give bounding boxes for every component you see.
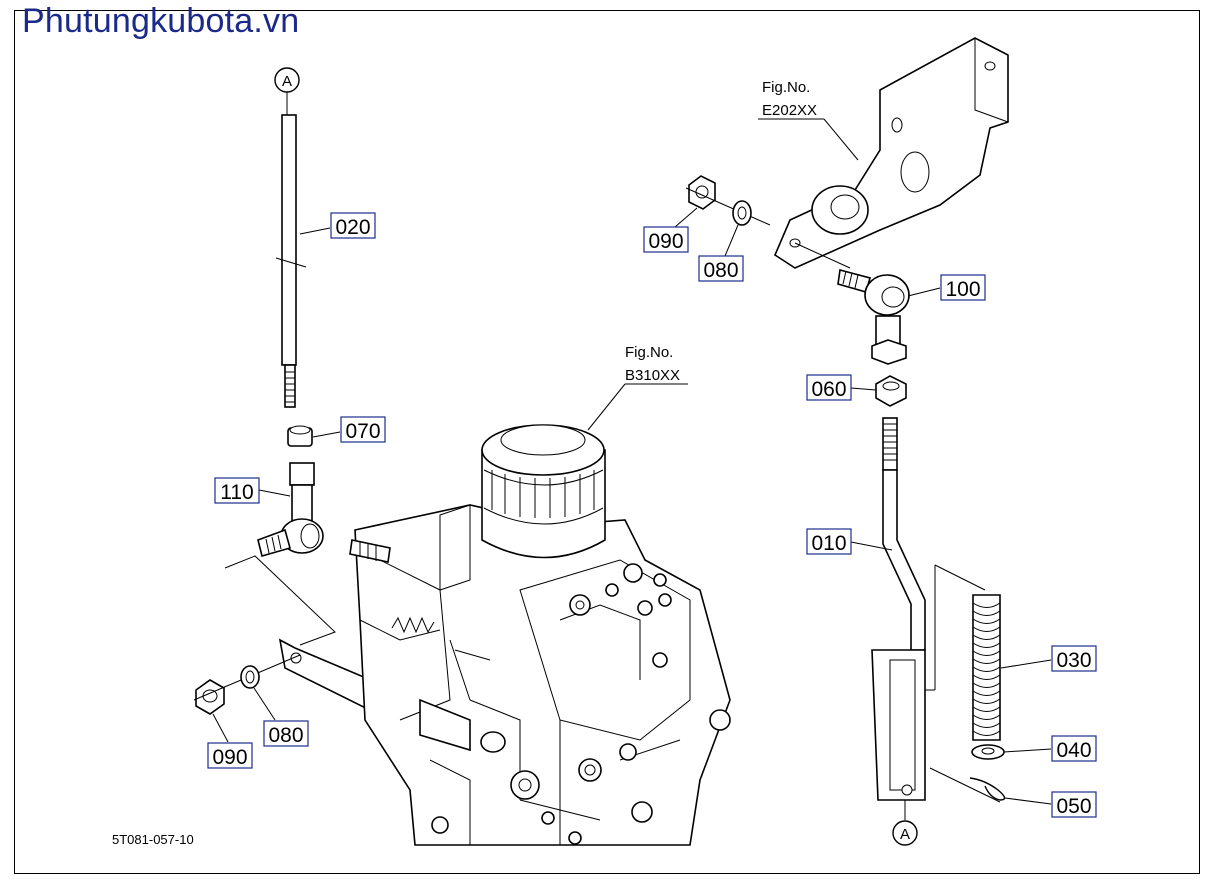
nut-060 xyxy=(875,375,907,407)
marker-a-top: A xyxy=(274,67,300,115)
label-070-text: 070 xyxy=(345,420,380,443)
washer-080-left xyxy=(240,665,260,689)
ball-joint-100 xyxy=(794,242,910,365)
ball-joint-110 xyxy=(257,462,324,557)
label-060: 060 xyxy=(806,374,877,401)
label-010-text: 010 xyxy=(811,532,846,555)
label-090-right-text: 090 xyxy=(648,230,683,253)
site-title: Phutungkubota.vn xyxy=(22,2,300,40)
fig-ref-b310xx-line1: Fig.No. xyxy=(625,344,673,361)
washer-080-right xyxy=(732,200,752,226)
rod-010 xyxy=(871,417,936,820)
fig-ref-b310xx-line2: B310XX xyxy=(625,367,680,384)
washer-040 xyxy=(971,744,1005,760)
label-090-left-text: 090 xyxy=(212,746,247,769)
label-030-text: 030 xyxy=(1056,649,1091,672)
label-080-right-text: 080 xyxy=(703,259,738,282)
label-030: 030 xyxy=(1000,645,1097,672)
label-110: 110 xyxy=(214,477,291,504)
marker-a-bottom: A xyxy=(892,820,918,846)
label-110-text: 110 xyxy=(220,481,253,504)
label-020-text: 020 xyxy=(335,216,370,239)
label-050: 050 xyxy=(1004,791,1097,818)
label-090-right: 090 xyxy=(643,207,698,253)
rod-020 xyxy=(275,114,307,408)
marker-a-top-text: A xyxy=(282,73,292,90)
nut-070 xyxy=(287,425,313,447)
label-050-text: 050 xyxy=(1056,795,1091,818)
label-070: 070 xyxy=(312,416,386,443)
label-020: 020 xyxy=(299,212,376,239)
fig-ref-e202xx-line1: Fig.No. xyxy=(762,79,810,96)
label-080-right: 080 xyxy=(698,224,744,282)
label-080-left-text: 080 xyxy=(268,724,303,747)
label-100-text: 100 xyxy=(945,278,980,301)
label-090-left: 090 xyxy=(207,713,253,769)
nut-090-right xyxy=(685,175,771,226)
spring-030 xyxy=(934,564,1001,741)
label-100: 100 xyxy=(907,274,986,301)
fig-ref-b310xx: Fig.No. B310XX xyxy=(587,344,688,431)
label-060-text: 060 xyxy=(811,378,846,401)
bracket-e202xx xyxy=(773,37,1009,269)
figure-code: 5T081-057-10 xyxy=(112,832,194,847)
label-080-left: 080 xyxy=(253,687,309,747)
fig-ref-e202xx: Fig.No. E202XX xyxy=(758,79,859,161)
label-010: 010 xyxy=(806,528,893,555)
clip-050 xyxy=(929,767,1006,803)
label-040-text: 040 xyxy=(1056,739,1091,762)
marker-a-bottom-text: A xyxy=(900,826,910,843)
pump-body xyxy=(349,424,731,846)
fig-ref-e202xx-line2: E202XX xyxy=(762,102,817,119)
label-040: 040 xyxy=(1003,735,1097,762)
